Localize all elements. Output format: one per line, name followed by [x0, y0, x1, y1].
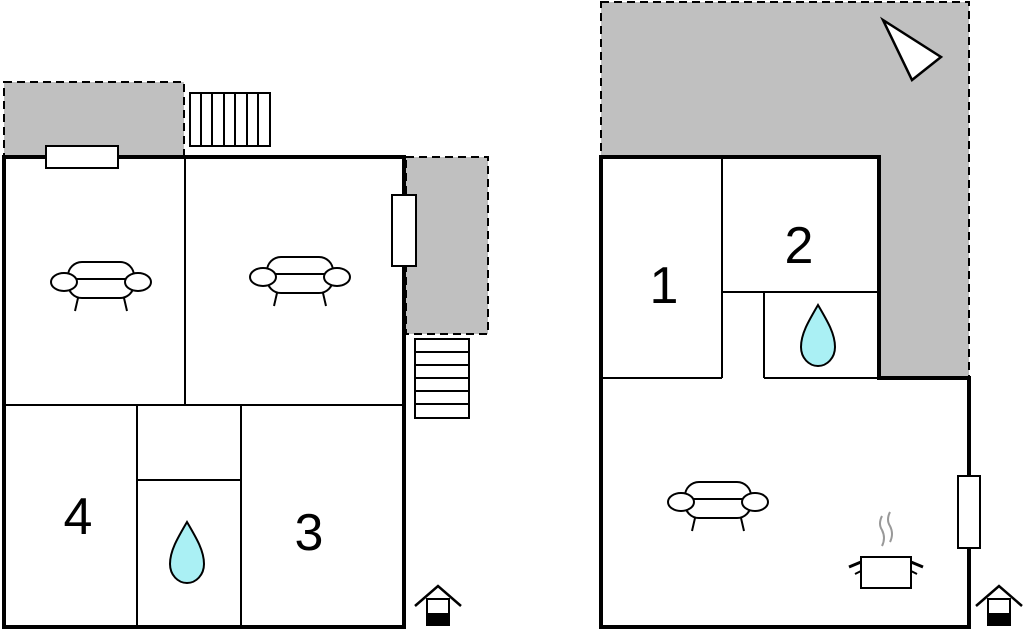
ground-floor-plan: 4 3 — [2, 81, 489, 629]
compass-arrow-icon — [879, 16, 944, 82]
window — [391, 194, 417, 267]
bedroom-number-1: 1 — [650, 257, 679, 315]
window — [957, 475, 981, 549]
entrance-icon — [413, 584, 463, 627]
stairs-right — [414, 338, 470, 419]
terrace-top — [3, 81, 185, 157]
bedroom-number-3: 3 — [295, 504, 324, 562]
stairs-top — [189, 92, 271, 147]
ground-floor-outline — [2, 155, 406, 629]
window — [45, 145, 119, 169]
entrance-icon — [974, 584, 1024, 627]
cooking-pot-icon — [848, 511, 924, 589]
terrace-right — [405, 156, 489, 335]
upper-floor-plan: 1 2 — [599, 1, 1024, 629]
bedroom-number-2: 2 — [785, 217, 814, 275]
bedroom-number-4: 4 — [64, 488, 93, 546]
